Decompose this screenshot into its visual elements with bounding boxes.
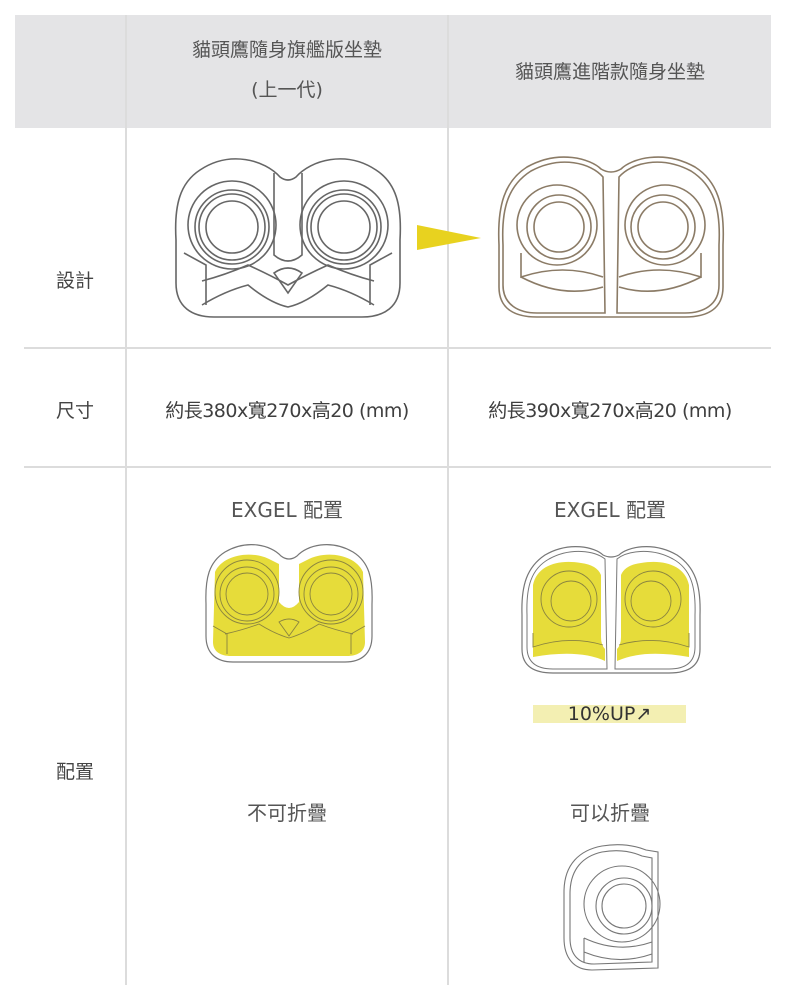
table-header xyxy=(15,15,771,128)
split-cushion-exgel-image xyxy=(519,545,703,675)
column-divider-middle xyxy=(447,15,449,985)
column-header-previous: 貓頭鷹隨身旗艦版坐墊 (上一代) xyxy=(127,30,447,110)
improvement-badge: 10%UP↗ xyxy=(533,705,686,724)
column-divider-label xyxy=(125,15,127,985)
row-label-size: 尺寸 xyxy=(55,400,94,422)
owl-cushion-outline-gray-image xyxy=(170,155,406,325)
column-header-advanced: 貓頭鷹進階款隨身坐墊 xyxy=(449,52,771,92)
column-header-previous-subtitle: (上一代) xyxy=(251,79,323,101)
row-divider-design xyxy=(24,347,771,349)
fold-status-advanced: 可以折疊 xyxy=(570,801,650,825)
row-label-layout: 配置 xyxy=(55,761,94,783)
yellow-arrow-icon xyxy=(417,225,481,251)
owl-cushion-outline-brown-image xyxy=(493,155,729,323)
exgel-caption-previous: EXGEL 配置 xyxy=(231,498,343,522)
owl-cushion-exgel-image xyxy=(203,542,375,666)
column-header-previous-title: 貓頭鷹隨身旗艦版坐墊 xyxy=(191,39,382,61)
row-divider-size xyxy=(24,466,771,468)
size-previous: 約長380x寬270x高20 (mm) xyxy=(165,400,409,422)
folded-cushion-image xyxy=(562,842,662,978)
size-advanced: 約長390x寬270x高20 (mm) xyxy=(488,400,732,422)
exgel-caption-advanced: EXGEL 配置 xyxy=(554,498,666,522)
row-label-design: 設計 xyxy=(55,270,94,292)
fold-status-previous: 不可折疊 xyxy=(247,801,327,825)
column-header-advanced-title: 貓頭鷹進階款隨身坐墊 xyxy=(514,61,705,83)
